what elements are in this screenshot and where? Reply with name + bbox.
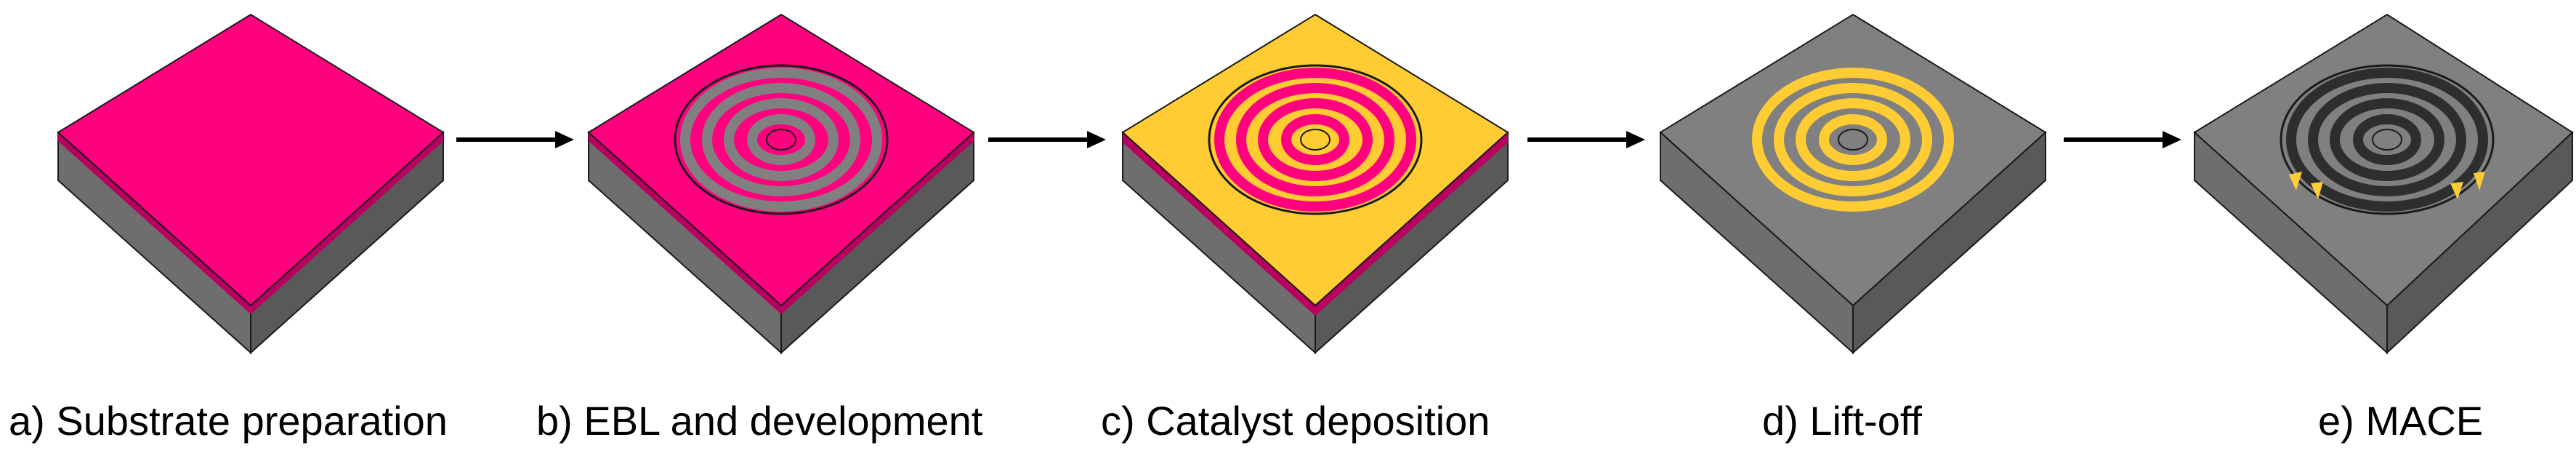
resist-left-edge [1123, 132, 1315, 316]
resist-ring-openings [674, 64, 889, 215]
step-e-label: e) MACE [2318, 398, 2483, 444]
catalyst-at-trench-bottom [2289, 172, 2485, 199]
step-b-label: b) EBL and development [536, 398, 983, 444]
step-d-block [1659, 13, 2047, 355]
resist-right-edge [251, 132, 443, 314]
catalyst-ring-pattern [1208, 64, 1423, 215]
resist-left-edge [58, 132, 251, 314]
etched-ring-trenches [2280, 64, 2495, 215]
catalyst-rings [1752, 68, 1954, 212]
right-arrow [988, 131, 1106, 148]
right-arrow [456, 131, 574, 148]
resist-right-edge [1315, 132, 1508, 316]
right-arrow [1527, 131, 1645, 148]
step-e-block [2193, 13, 2574, 355]
resist-left-edge [589, 132, 781, 314]
step-a-label: a) Substrate preparation [9, 398, 448, 444]
resist-right-edge [781, 132, 974, 314]
step-c-label: c) Catalyst deposition [1101, 398, 1490, 444]
step-a-block [57, 13, 445, 355]
resist-top-face [57, 13, 445, 307]
step-c-block [1121, 13, 1509, 355]
step-b-block [587, 13, 975, 355]
step-d-label: d) Lift-off [1762, 398, 1922, 444]
right-arrow [2064, 131, 2181, 148]
